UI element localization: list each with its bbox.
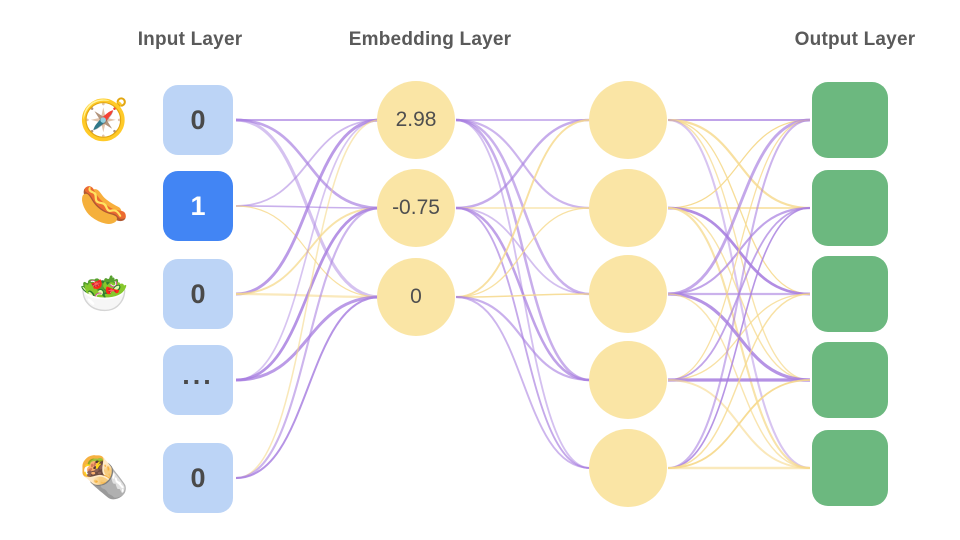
edge [235,205,381,209]
edge [455,119,591,469]
input-cell-3[interactable]: ... [163,345,233,415]
hidden-node-1[interactable] [589,169,667,247]
output-layer-title: Output Layer [794,29,916,50]
edge [667,293,811,469]
embedding-node-0[interactable]: 2.98 [377,81,455,159]
edge [455,118,591,210]
edge [667,119,811,381]
edge [455,206,591,382]
edge [235,118,381,296]
edge [455,293,591,298]
hidden-node-2[interactable] [589,255,667,333]
output-cell-3[interactable] [812,342,888,418]
edge [235,119,381,381]
edge [235,206,381,480]
edge [667,119,811,381]
edge [235,296,381,479]
edge [667,118,811,470]
input-cell-2[interactable]: 0 [163,259,233,329]
edge [455,118,591,296]
edge [455,207,591,469]
hidden-node-3[interactable] [589,341,667,419]
edge [235,292,381,299]
edge [667,118,811,296]
edge [667,206,811,470]
burrito-icon: 🌯 [79,456,129,500]
edge [455,118,591,382]
bowl-of-soup-icon: 🧭 [79,98,129,142]
edge [667,293,811,469]
input-layer-title: Input Layer [137,29,243,50]
hidden-node-4[interactable] [589,429,667,507]
input-cell-4[interactable]: 0 [163,443,233,513]
output-cell-1[interactable] [812,170,888,246]
output-cell-0[interactable] [812,82,888,158]
edge [235,207,381,295]
edge [455,119,591,298]
edge [667,118,811,210]
edge [235,119,381,207]
embedding-node-2[interactable]: 0 [377,258,455,336]
edge [667,207,811,381]
edge [235,118,381,210]
edge [667,207,811,469]
edge [455,295,591,382]
edge [455,207,591,298]
hot-dog-icon: 🌭 [79,184,129,228]
edge [235,118,381,299]
hidden-node-0[interactable] [589,81,667,159]
edge [667,206,811,296]
edge [667,293,811,381]
edge [235,205,381,298]
input-cell-1[interactable]: 1 [163,171,233,241]
edge [455,207,591,295]
edge [667,119,811,209]
edge [235,206,381,382]
edge [667,119,811,295]
edge [455,118,591,210]
input-cell-0[interactable]: 0 [163,85,233,155]
green-salad-icon: 🥗 [79,272,129,316]
edge [455,296,591,469]
edge [667,118,811,470]
edge [235,119,381,479]
edge [667,379,811,469]
embedding-layer-title: Embedding Layer [348,29,512,50]
edge [667,207,811,381]
embedding-node-1[interactable]: -0.75 [377,169,455,247]
output-cell-4[interactable] [812,430,888,506]
output-cell-2[interactable] [812,256,888,332]
edge [667,379,811,469]
edge [235,295,381,382]
edge [667,292,811,382]
edge [667,206,811,296]
